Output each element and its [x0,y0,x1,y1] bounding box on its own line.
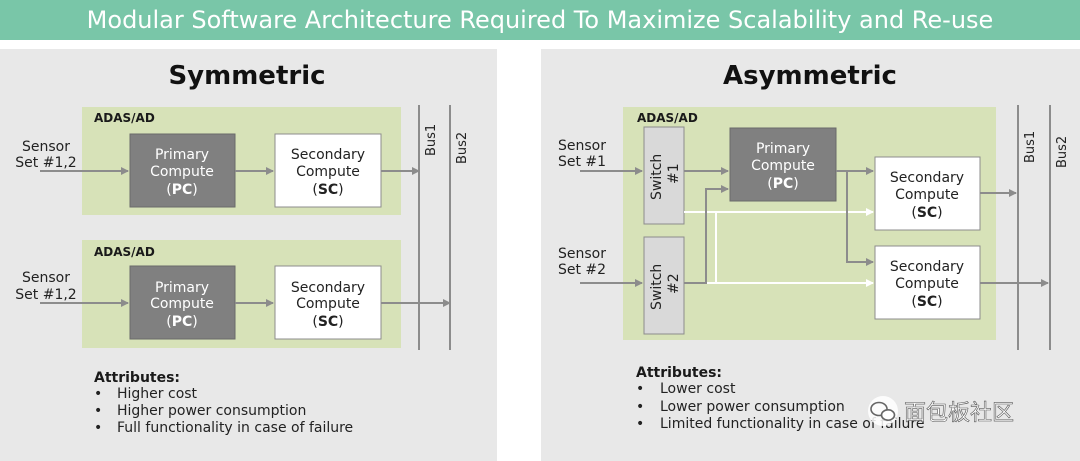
bus2-label: Bus2 [455,132,470,164]
primary-compute-label: Primary [155,147,209,163]
watermark: 面包板社区 [868,396,1014,426]
secondary-compute-label: Secondary [890,170,964,186]
bullet-glyph: • [636,381,644,397]
secondary-compute-label: Compute [895,187,959,203]
switch-label: Switch [649,154,665,200]
connector-arrow [846,171,874,266]
sensor-label: Sensor [558,246,606,262]
adas-label: ADAS/AD [94,245,155,259]
svg-text:(SC): (SC) [312,314,343,330]
wechat-icon [870,401,888,417]
switch-label: Switch [649,264,665,310]
switch-1-box [643,126,685,225]
bullet-glyph: • [636,399,644,415]
symmetric-title: Symmetric [168,61,325,91]
svg-text:(SC): (SC) [312,182,343,198]
bus1-label: Bus1 [424,124,439,156]
svg-text:(PC): (PC) [166,314,197,330]
secondary-compute-label: Secondary [890,259,964,275]
primary-compute-abbr: PC [172,314,193,330]
svg-text:(PC): (PC) [166,182,197,198]
header-bar [0,0,1080,40]
watermark-text: 面包板社区 [904,401,1014,426]
attribute-item: Higher cost [117,386,198,402]
primary-compute-label: Primary [756,141,810,157]
sensor-label: Set #1,2 [15,155,76,171]
switch-number: #2 [666,273,682,294]
switch-2-box [643,236,685,335]
secondary-compute-abbr: SC [917,294,937,310]
secondary-compute-box [874,156,981,231]
bullet-glyph: • [636,416,644,432]
primary-compute-label: Compute [150,296,214,312]
bullet-glyph: • [94,403,102,419]
attribute-item: Lower cost [660,381,736,397]
secondary-compute-box [874,245,981,320]
secondary-compute-label: Compute [296,164,360,180]
svg-text:(PC): (PC) [767,176,798,192]
secondary-compute-label: Secondary [291,147,365,163]
secondary-compute-label: Compute [895,276,959,292]
primary-compute-box [729,127,837,202]
attribute-item: Lower power consumption [660,399,845,415]
attributes-title: Attributes: [636,365,722,381]
secondary-compute-label: Secondary [291,280,365,296]
secondary-compute-box [274,133,382,208]
bullet-glyph: • [94,420,102,436]
attributes-title: Attributes: [94,370,180,386]
svg-text:(SC): (SC) [911,205,942,221]
sensor-label: Set #1 [558,154,606,170]
attribute-item: Higher power consumption [117,403,306,419]
bus2-label: Bus2 [1055,136,1070,168]
sensor-label: Sensor [558,138,606,154]
wechat-icon [880,408,896,421]
secondary-compute-abbr: SC [318,314,338,330]
header-title: Modular Software Architecture Required T… [87,6,994,34]
primary-compute-label: Compute [751,158,815,174]
attribute-item: Full functionality in case of failure [117,420,353,436]
adas-label: ADAS/AD [637,111,698,125]
sensor-label: Sensor [22,270,70,286]
svg-text:(SC): (SC) [911,294,942,310]
primary-compute-abbr: PC [172,182,193,198]
connector-arrow [684,185,729,284]
adas-label: ADAS/AD [94,111,155,125]
bus1-label: Bus1 [1023,131,1038,163]
asymmetric-title: Asymmetric [723,61,897,91]
primary-compute-box [129,265,236,340]
secondary-compute-abbr: SC [318,182,338,198]
sensor-label: Set #2 [558,262,606,278]
sensor-label: Sensor [22,139,70,155]
secondary-compute-abbr: SC [917,205,937,221]
primary-compute-label: Primary [155,280,209,296]
sensor-label: Set #1,2 [15,287,76,303]
switch-number: #1 [666,163,682,184]
primary-compute-label: Compute [150,164,214,180]
bullet-glyph: • [94,386,102,402]
secondary-compute-label: Compute [296,296,360,312]
primary-compute-abbr: PC [773,176,794,192]
attribute-item: Limited functionality in case of failure [660,416,924,432]
